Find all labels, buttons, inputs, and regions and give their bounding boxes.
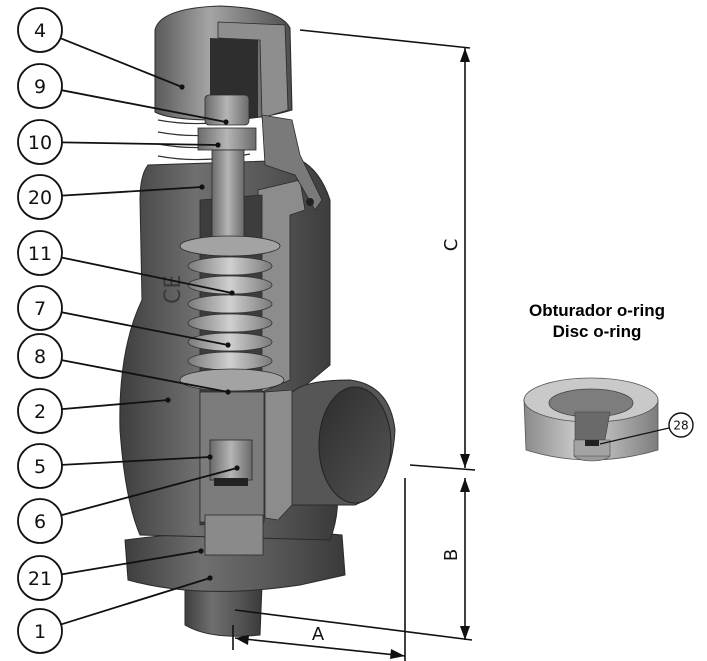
callout-circle bbox=[17, 63, 63, 109]
callout-leader bbox=[61, 359, 229, 393]
callout-label: 9 bbox=[34, 76, 46, 98]
callout-dot bbox=[207, 575, 213, 581]
disc-oring-groove bbox=[214, 478, 248, 486]
callout-label: 8 bbox=[34, 346, 46, 368]
dimension-arrows bbox=[235, 48, 470, 659]
callout-leader bbox=[61, 311, 229, 346]
lower-spring-plate bbox=[179, 368, 285, 392]
outlet-port bbox=[318, 386, 392, 504]
inset-disc-oring: Obturador o-ring Disc o-ring 28 bbox=[523, 301, 694, 462]
callouts: 4 9 10 20 11 7 8 2 5 6 21 1 bbox=[17, 7, 240, 654]
callout-dot bbox=[198, 548, 204, 554]
dimension-lines bbox=[232, 29, 476, 661]
callout-circle bbox=[17, 230, 63, 276]
callout-label: 7 bbox=[34, 298, 46, 320]
callout-label: 20 bbox=[28, 187, 52, 209]
inset-callout-label: 28 bbox=[673, 419, 688, 433]
seal-hole bbox=[306, 198, 314, 206]
valve-illustration: CE bbox=[119, 5, 396, 637]
callout-label: 1 bbox=[34, 621, 46, 643]
callout-label: 10 bbox=[28, 132, 52, 154]
callout-label: 4 bbox=[34, 20, 46, 42]
callout-dot bbox=[234, 465, 240, 471]
dimension-label-c: C bbox=[441, 239, 462, 252]
callout-dot bbox=[225, 342, 231, 348]
callout-label: 11 bbox=[28, 243, 52, 265]
callout-dot bbox=[165, 397, 171, 403]
callout-dot bbox=[179, 84, 185, 90]
callout-leader bbox=[61, 550, 202, 576]
callout-dot bbox=[229, 290, 235, 296]
callout-circle bbox=[17, 285, 63, 331]
callout-label: 2 bbox=[34, 401, 46, 423]
callout-dot bbox=[215, 142, 221, 148]
dimension-label-a: A bbox=[312, 624, 325, 645]
callout-label: 21 bbox=[28, 568, 52, 590]
callout-circle bbox=[17, 7, 63, 53]
callout-leader bbox=[61, 399, 169, 411]
callout-leader bbox=[61, 186, 203, 197]
section-face-lower bbox=[264, 389, 293, 521]
callout-dot bbox=[223, 119, 229, 125]
callout-circle bbox=[17, 119, 63, 165]
inset-title-line2: Disc o-ring bbox=[553, 322, 642, 341]
inlet-spigot bbox=[184, 584, 263, 637]
nozzle bbox=[204, 514, 264, 556]
callout-leader bbox=[61, 467, 238, 517]
callout-label: 5 bbox=[34, 456, 46, 478]
callout-circle bbox=[17, 608, 63, 654]
callout-leader bbox=[60, 37, 183, 88]
adjusting-screw-head bbox=[204, 94, 250, 126]
callout-leader bbox=[61, 256, 233, 294]
callout-leader bbox=[61, 456, 211, 466]
dimension-label-b: B bbox=[441, 549, 462, 561]
upper-spring-plate bbox=[179, 235, 281, 257]
callout-dot bbox=[199, 184, 205, 190]
callout-circle bbox=[17, 555, 63, 601]
callout-leader bbox=[61, 141, 219, 146]
callout-leader bbox=[61, 89, 227, 123]
callout-label: 6 bbox=[34, 511, 46, 533]
callout-circle bbox=[17, 333, 63, 379]
callout-circle bbox=[17, 174, 63, 220]
callout-dot bbox=[225, 389, 231, 395]
callout-circle bbox=[17, 443, 63, 489]
callout-leader bbox=[60, 577, 211, 626]
spring bbox=[187, 256, 273, 371]
seal-lever bbox=[261, 114, 323, 211]
callout-dot bbox=[207, 454, 213, 460]
inset-title-line1: Obturador o-ring bbox=[529, 301, 665, 320]
callout-circle bbox=[17, 498, 63, 544]
callout-circle bbox=[17, 388, 63, 434]
disc-oring-part bbox=[523, 377, 659, 462]
lock-nut bbox=[197, 127, 257, 151]
stem bbox=[211, 149, 245, 243]
inset-callout-circle bbox=[668, 412, 694, 438]
